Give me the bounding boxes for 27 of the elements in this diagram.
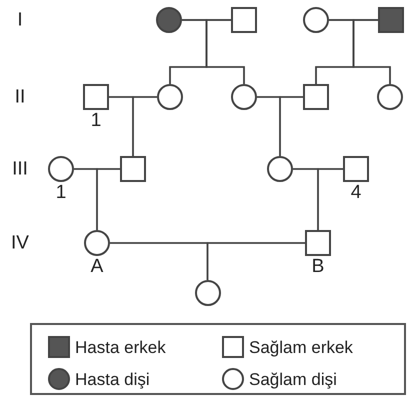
open-square-symbol — [305, 230, 331, 256]
legend-text: Sağlam dişi — [249, 370, 337, 388]
individual-number: 1 — [90, 111, 102, 130]
pedigree-line — [132, 96, 157, 156]
open-square-symbol — [120, 156, 146, 182]
pedigree-line — [352, 19, 391, 84]
open-square-symbol — [303, 84, 329, 110]
filled-square-symbol — [378, 7, 404, 33]
pedigree-line — [206, 242, 305, 280]
generation-label: I — [17, 10, 23, 30]
pedigree-line — [279, 96, 303, 156]
individual-number: A — [90, 257, 104, 276]
pedigree-line — [317, 168, 343, 230]
individual-number: B — [312, 257, 324, 276]
pedigree-line — [96, 168, 120, 230]
open-square-symbol — [343, 156, 369, 182]
open-square-symbol — [231, 7, 257, 33]
legend-text: Sağlam erkek — [249, 338, 353, 356]
open-square-symbol — [83, 84, 109, 110]
individual-number: 4 — [350, 183, 362, 202]
legend-text: Hasta dişi — [75, 370, 150, 388]
pedigree-line — [206, 19, 245, 84]
generation-label: III — [12, 160, 28, 178]
generation-label: II — [14, 88, 26, 106]
generation-label: IV — [11, 234, 29, 252]
legend-text: Hasta erkek — [75, 338, 166, 356]
individual-number: 1 — [56, 183, 66, 202]
